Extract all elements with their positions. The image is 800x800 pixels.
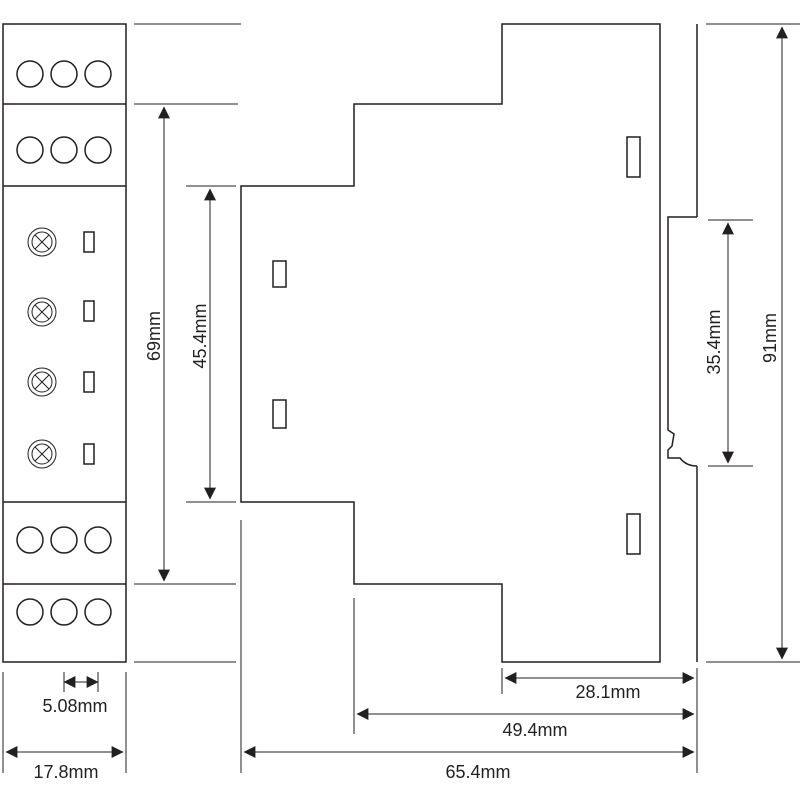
terminal-screw-icon xyxy=(50,598,78,626)
front-housing-outline xyxy=(2,23,127,663)
label-rail-height: 35.4mm xyxy=(704,309,724,374)
terminal-row-bottom-2 xyxy=(16,598,112,626)
extension-lines xyxy=(2,23,800,773)
terminal-screw-icon xyxy=(50,60,78,88)
terminal-row-top-1 xyxy=(16,60,112,88)
terminal-screw-icon xyxy=(16,598,44,626)
label-terminal-pitch: 5.08mm xyxy=(42,696,107,716)
label-total-height: 91mm xyxy=(760,313,780,363)
led-indicator-icon xyxy=(27,367,57,397)
terminal-screw-icon xyxy=(16,136,44,164)
dimension-labels: 69mm 45.4mm 35.4mm 91mm 28.1mm 49.4mm 65… xyxy=(33,303,780,782)
terminal-screw-icon xyxy=(84,526,112,554)
terminal-screw-icon xyxy=(16,526,44,554)
side-view xyxy=(240,23,698,663)
terminal-screw-icon xyxy=(84,60,112,88)
label-window-height: 45.4mm xyxy=(190,303,210,368)
front-view xyxy=(2,23,127,663)
label-depth-mid: 49.4mm xyxy=(502,720,567,740)
terminal-row-top-2 xyxy=(16,136,112,164)
terminal-screw-icon xyxy=(84,136,112,164)
terminal-row-bottom-1 xyxy=(16,526,112,554)
led-indicator-icon xyxy=(27,297,57,327)
led-window-icon xyxy=(83,443,95,465)
led-window-icon xyxy=(83,231,95,253)
latch-slot-icon xyxy=(626,136,641,178)
latch-slot-icon xyxy=(626,513,641,555)
label-front-height: 69mm xyxy=(144,311,164,361)
terminal-screw-icon xyxy=(84,598,112,626)
led-indicator-icon xyxy=(27,439,57,469)
label-front-width: 17.8mm xyxy=(33,762,98,782)
latch-slot-icon xyxy=(272,260,287,288)
side-housing-outline xyxy=(240,23,661,663)
led-indicator-icon xyxy=(27,227,57,257)
label-depth-small: 28.1mm xyxy=(575,682,640,702)
terminal-screw-icon xyxy=(16,60,44,88)
label-depth-total: 65.4mm xyxy=(445,762,510,782)
latch-slot-icon xyxy=(272,399,287,429)
led-window-icon xyxy=(83,371,95,393)
terminal-screw-icon xyxy=(50,136,78,164)
terminal-screw-icon xyxy=(50,526,78,554)
din-rail-profile xyxy=(667,216,698,467)
dimension-lines xyxy=(5,26,788,758)
led-window-icon xyxy=(83,300,95,322)
